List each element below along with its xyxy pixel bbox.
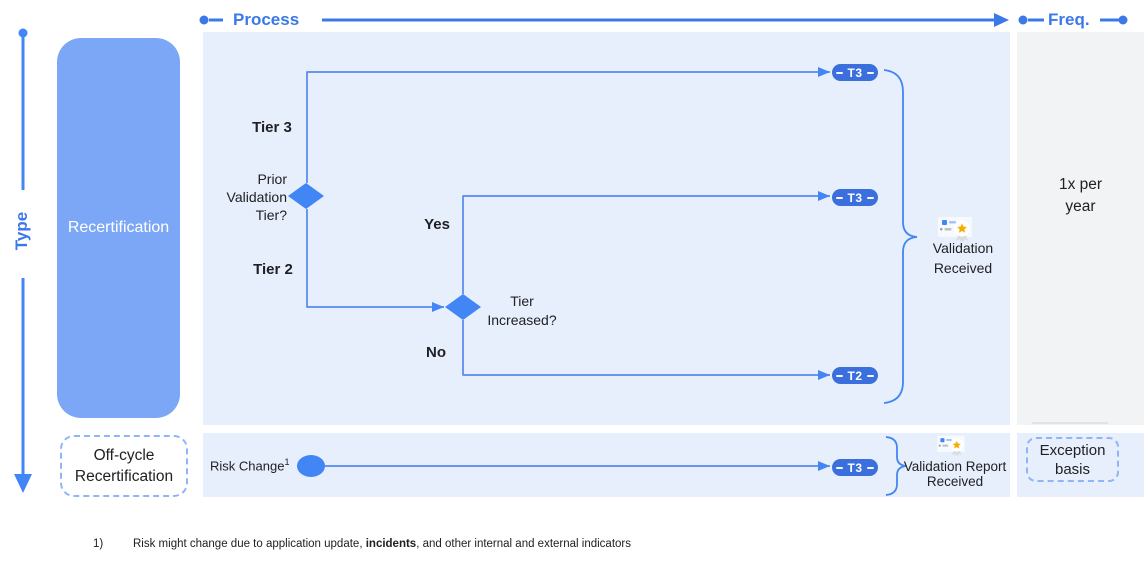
pill-dash [866, 466, 874, 469]
risk-change-label: Risk Change1 [210, 457, 290, 474]
footnote-index: 1) [93, 538, 104, 550]
tier-pill-t3-off-cycle: T3 [832, 459, 878, 476]
tier-pill-t3-middle: T3 [832, 189, 878, 206]
yes-branch-label: Yes [424, 216, 450, 233]
pill-dash [836, 71, 844, 74]
decision2-label: Tier Increased? [487, 293, 557, 328]
process-panel-recertification [203, 32, 1010, 425]
off-cycle-type-box: Off-cycle Recertification [60, 435, 188, 497]
freq-axis-label: Freq. [1048, 10, 1090, 29]
validation-report-badge-icon [933, 433, 969, 463]
pill-dash [836, 374, 844, 377]
recertification-label: Recertification [67, 219, 170, 236]
frequency-1x-per-year: 1x per year [1058, 176, 1103, 215]
recertification-type-box: Recertification [57, 38, 180, 418]
pill-dash [836, 196, 844, 199]
process-axis-label: Process [233, 10, 300, 29]
process-axis-arrow [199, 13, 1009, 27]
freq-cell-off-cycle [1017, 433, 1144, 497]
no-branch-label: No [426, 344, 446, 361]
validation-badge-icon [933, 214, 977, 249]
tier-pill-t2: T2 [832, 367, 878, 384]
validation-received-label: Validation Received [932, 240, 994, 276]
process-panel-off-cycle [203, 433, 1010, 497]
tier2-branch-label: Tier 2 [253, 261, 293, 278]
tier-pill-t3-top: T3 [832, 64, 878, 81]
frequency-exception-basis-box: Exception basis [1026, 437, 1119, 482]
footnote-marker: 1 [284, 457, 290, 467]
off-cycle-label-line2: Recertification [74, 468, 174, 485]
pill-dash [866, 71, 874, 74]
decision1-label: Prior Validation Tier? [226, 171, 287, 223]
tier3-branch-label: Tier 3 [252, 119, 292, 136]
freq-cell-recertification [1017, 32, 1144, 425]
off-cycle-label-line1: Off-cycle [93, 447, 155, 464]
pill-dash [866, 374, 874, 377]
footnote: 1)Risk might change due to application u… [93, 538, 632, 550]
validation-report-received-label: Validation Report Received [903, 459, 1007, 489]
pill-dash [836, 466, 844, 469]
pill-dash [866, 196, 874, 199]
